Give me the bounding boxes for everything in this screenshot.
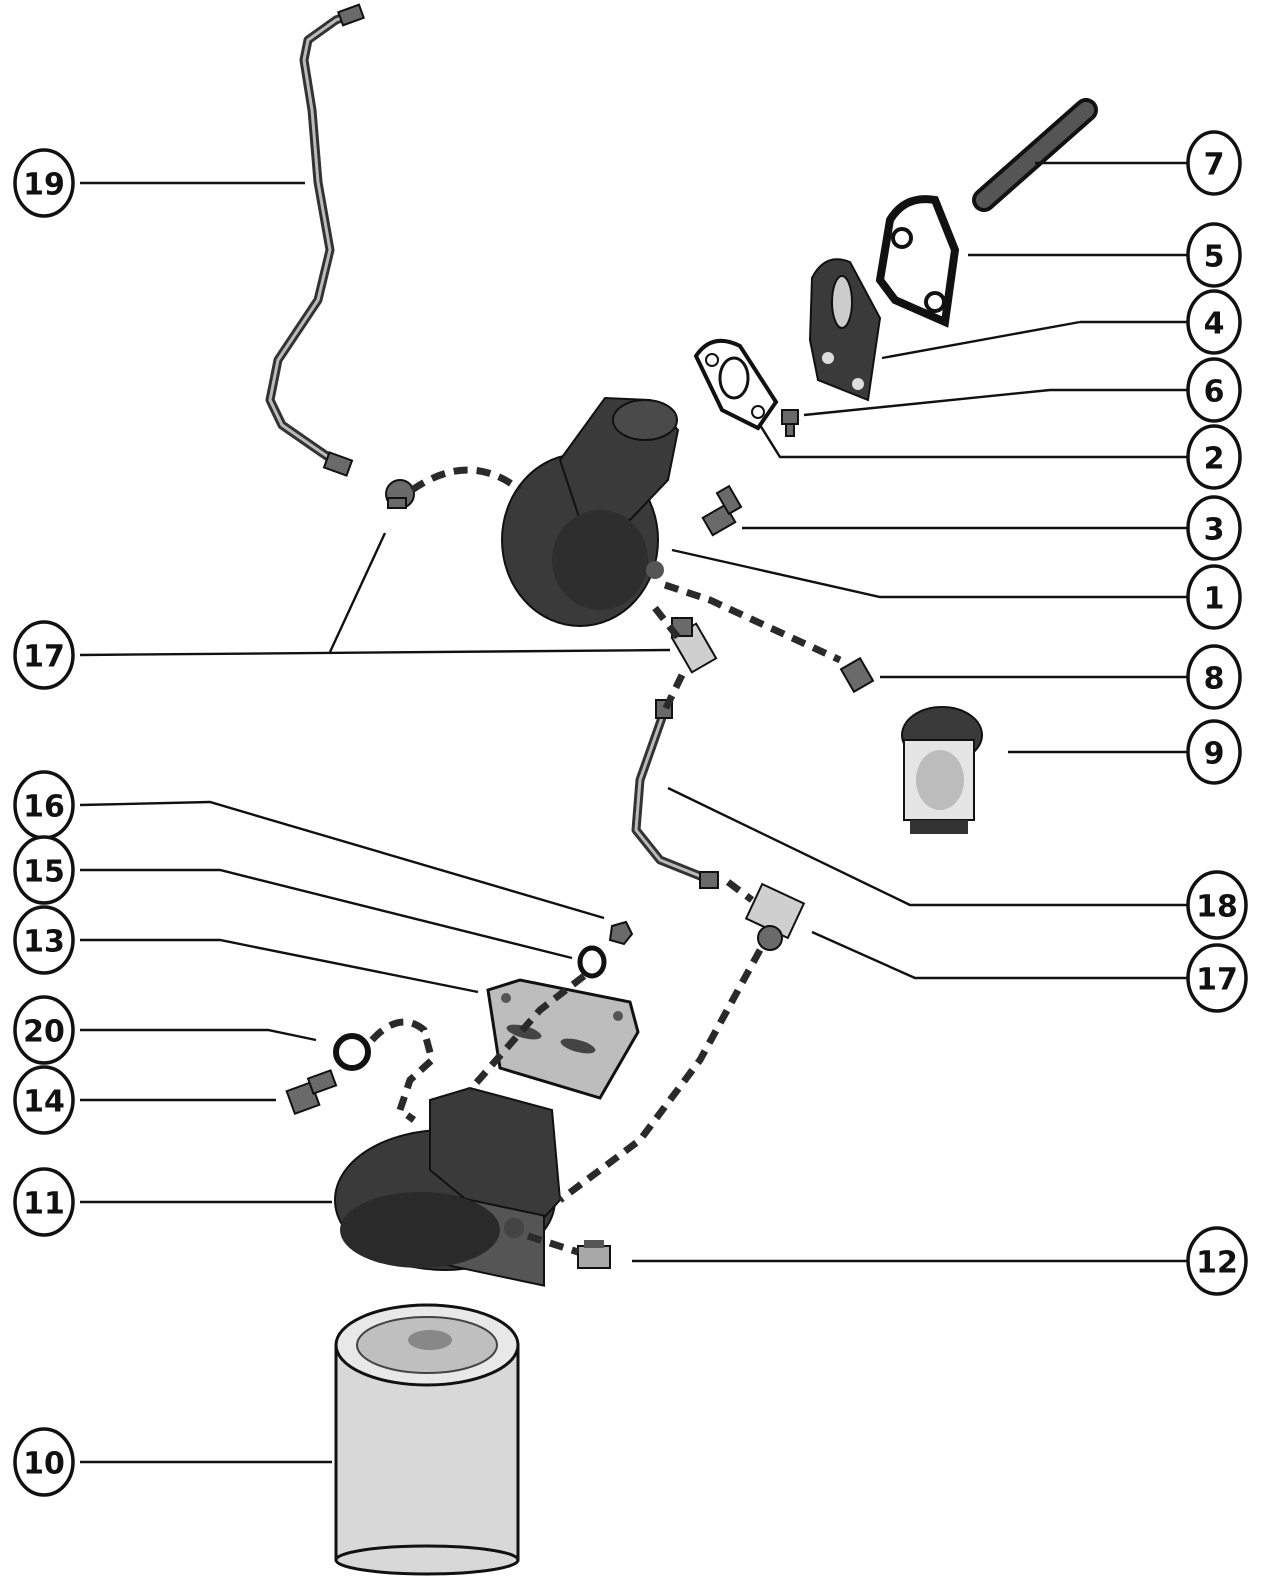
part-16-nut	[608, 920, 634, 946]
callout-5-label: 5	[1204, 240, 1225, 275]
part-14-bolt	[285, 1069, 338, 1116]
callout-7: 7	[1186, 130, 1242, 196]
callout-3-label: 3	[1204, 513, 1225, 548]
callout-9-label: 9	[1204, 737, 1225, 772]
part-11-filter-head	[334, 1086, 562, 1287]
leader-lines	[79, 161, 1188, 1464]
callout-8: 8	[1186, 644, 1242, 710]
callout-17-upper: 17	[13, 620, 75, 690]
part-20-washer	[333, 1033, 371, 1071]
part-5-gasket	[875, 195, 960, 328]
callout-2: 2	[1186, 424, 1242, 490]
part-13-bracket	[486, 978, 640, 1100]
callout-6-label: 6	[1204, 375, 1225, 410]
callout-15: 15	[13, 835, 75, 905]
callout-14-label: 14	[23, 1085, 65, 1120]
callout-17-upper-label: 17	[23, 640, 65, 675]
part-12-plug	[577, 1240, 611, 1269]
callout-5: 5	[1186, 222, 1242, 288]
callout-17-lower-label: 17	[1196, 963, 1238, 998]
callout-14: 14	[13, 1065, 75, 1135]
callout-10: 10	[13, 1427, 75, 1497]
callout-12: 12	[1186, 1226, 1248, 1296]
part-17-fitting-upper	[385, 479, 415, 509]
callout-19-label: 19	[23, 168, 65, 203]
callout-1-label: 1	[1204, 582, 1225, 617]
callout-18: 18	[1186, 870, 1248, 940]
callout-9: 9	[1186, 719, 1242, 785]
callout-19: 19	[13, 148, 75, 218]
part-8-fitting	[839, 656, 875, 694]
callout-20-label: 20	[23, 1015, 65, 1050]
callout-13: 13	[13, 905, 75, 975]
callout-16: 16	[13, 770, 75, 840]
callout-1: 1	[1186, 564, 1242, 630]
part-17-elbow-fitting	[670, 617, 718, 674]
part-15-washer	[577, 945, 607, 979]
part-9-filter-bowl	[901, 706, 983, 834]
callout-2-label: 2	[1204, 442, 1225, 477]
callout-7-label: 7	[1204, 148, 1225, 183]
callout-18-label: 18	[1196, 890, 1238, 925]
callout-16-label: 16	[23, 790, 65, 825]
part-10-filter-canister	[334, 1303, 520, 1576]
callout-3: 3	[1186, 495, 1242, 561]
callout-8-label: 8	[1204, 662, 1225, 697]
assembly-dashes	[369, 466, 842, 1256]
callout-11: 11	[13, 1167, 75, 1237]
part-4-plate	[808, 258, 882, 402]
part-1-fuel-pump	[501, 396, 680, 627]
callout-4-label: 4	[1204, 307, 1225, 342]
part-19-fuel-line	[265, 3, 366, 477]
part-18-fuel-line	[631, 699, 719, 889]
part-7-pushrod	[972, 98, 1098, 212]
part-17-elbow-fitting-lower	[744, 882, 806, 951]
callout-10-label: 10	[23, 1447, 65, 1482]
callout-17-lower: 17	[1186, 943, 1248, 1013]
part-6-screw	[781, 409, 799, 437]
callout-13-label: 13	[23, 925, 65, 960]
part-2-gasket	[693, 338, 779, 431]
part-3-bolt	[701, 484, 743, 537]
callout-20: 20	[13, 995, 75, 1065]
callout-15-label: 15	[23, 855, 65, 890]
callout-4: 4	[1186, 289, 1242, 355]
callout-11-label: 11	[23, 1187, 65, 1222]
callout-12-label: 12	[1196, 1246, 1238, 1281]
callout-6: 6	[1186, 357, 1242, 423]
